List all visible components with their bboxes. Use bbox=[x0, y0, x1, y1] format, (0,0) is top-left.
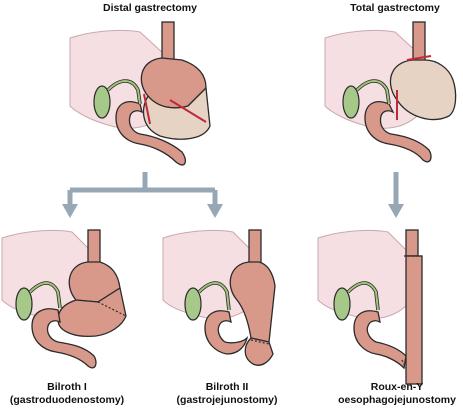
gallbladder bbox=[333, 287, 351, 321]
cut-line-lower bbox=[169, 99, 207, 123]
anastomosis bbox=[57, 286, 127, 338]
arrow-head-billroth2 bbox=[207, 204, 223, 218]
suture-line-lower bbox=[401, 359, 407, 369]
cut-line-upper bbox=[143, 93, 151, 125]
title-distal-gastrectomy: Distal gastrectomy bbox=[103, 2, 197, 14]
duodenum bbox=[31, 308, 97, 369]
duodenum bbox=[364, 101, 432, 163]
billroth1-panel bbox=[1, 229, 127, 369]
liver bbox=[317, 229, 409, 320]
esophagus bbox=[161, 21, 175, 61]
suture-line bbox=[97, 301, 127, 317]
caption-roux-line1: Roux-en-Y bbox=[370, 381, 424, 393]
billroth2-panel bbox=[162, 229, 276, 366]
esophagus bbox=[412, 21, 426, 63]
caption-billroth1-line1: Bilroth I bbox=[47, 381, 87, 393]
gallbladder bbox=[184, 287, 202, 321]
arrows bbox=[67, 172, 399, 207]
cut-line-esophagus bbox=[406, 55, 432, 61]
caption-billroth1-line2: (gastroduodenostomy) bbox=[9, 394, 125, 406]
gallbladder bbox=[342, 85, 360, 119]
jejunal-limb bbox=[405, 255, 423, 385]
resected-stomach bbox=[142, 86, 211, 140]
arrow-head-billroth1 bbox=[62, 204, 78, 218]
gallbladder bbox=[93, 85, 111, 119]
duodenum bbox=[115, 101, 187, 166]
arrowheads bbox=[62, 204, 404, 218]
duodenal-stump bbox=[204, 310, 249, 355]
caption-billroth2-line2: (gastrojejunostomy) bbox=[176, 394, 278, 406]
roux-panel bbox=[317, 229, 423, 385]
total-gastrectomy-panel bbox=[324, 21, 457, 163]
esophagus bbox=[248, 229, 262, 265]
title-total-gastrectomy: Total gastrectomy bbox=[350, 2, 440, 14]
esophagus bbox=[405, 229, 419, 257]
stomach-remnant bbox=[229, 261, 276, 343]
caption-billroth2: Bilroth II (gastrojejunostomy) bbox=[167, 381, 287, 407]
jejunal-loop bbox=[244, 337, 274, 366]
caption-roux: Roux-en-Y oesophagojejunostomy bbox=[333, 381, 461, 407]
resected-stomach bbox=[389, 59, 457, 121]
caption-billroth1: Bilroth I (gastroduodenostomy) bbox=[2, 381, 132, 407]
suture-line bbox=[250, 339, 270, 345]
gallbladder bbox=[15, 287, 33, 321]
distal-gastrectomy-panel bbox=[69, 21, 211, 166]
caption-roux-line2: oesophagojejunostomy bbox=[338, 394, 456, 406]
duodenal-stump bbox=[353, 310, 407, 370]
caption-billroth2-line1: Bilroth II bbox=[205, 381, 249, 393]
esophagus bbox=[87, 229, 101, 265]
arrow-head-roux bbox=[388, 204, 404, 218]
